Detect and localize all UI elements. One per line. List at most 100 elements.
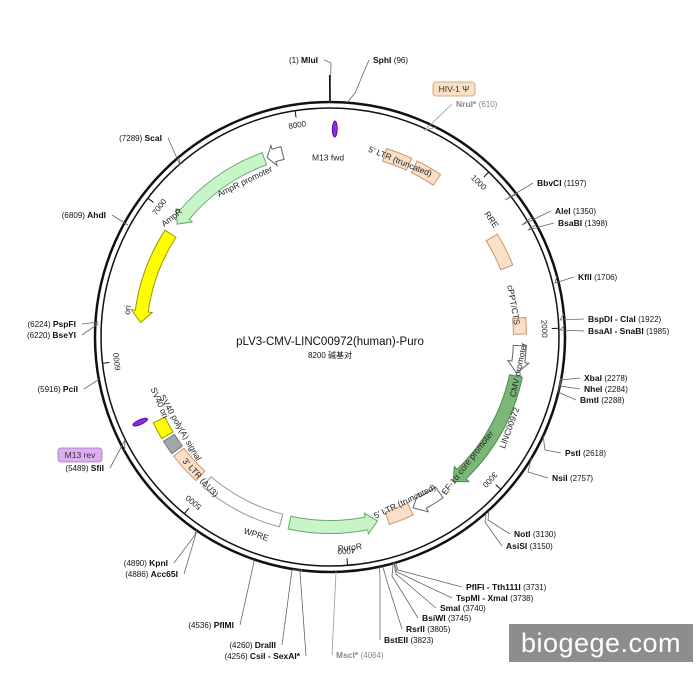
site-position: (4256) (225, 652, 250, 661)
site-name: CsiI - SexAI* (250, 651, 301, 661)
tick-mark (346, 558, 349, 566)
site-position: (3150) (530, 542, 553, 551)
site-position: (2278) (604, 374, 627, 383)
site-label-alei: AleI (1350) (555, 206, 596, 216)
site-name: MscI* (336, 650, 361, 660)
plasmid-size: 8200 碱基对 (308, 350, 352, 360)
site-leader (331, 571, 337, 656)
primer-m13-rev (132, 417, 148, 427)
feature-label: ori (122, 305, 133, 315)
site-leader (487, 509, 511, 535)
site-position: (6220) (27, 331, 52, 340)
feature-label: 5' LTR (truncated) (367, 144, 434, 179)
site-label-draiii: (4260) DraIII (229, 640, 276, 650)
site-label-xbai: XbaI (2278) (584, 373, 628, 383)
site-label-bmti: BmtI (2288) (580, 395, 625, 405)
site-label-sfii: (5489) SfiI (65, 463, 104, 473)
site-label-bsiwi: BsiWI (3745) (422, 613, 471, 623)
site-position: (3805) (427, 625, 450, 634)
site-label-csii-sexai-: (4256) CsiI - SexAI* (225, 651, 301, 661)
tick-mark (183, 507, 190, 514)
feature-ampr-promoter (266, 143, 285, 167)
feature-ampr (175, 151, 268, 225)
feature-cppt-cts (512, 316, 527, 335)
site-label-bsaai-snabi: BsaAI - SnaBI (1985) (588, 326, 670, 336)
site-name: SphI (373, 55, 394, 65)
site-leader (239, 558, 255, 626)
site-leader (484, 512, 503, 547)
site-name: BseYI (52, 330, 76, 340)
site-label-scai: (7289) ScaI (119, 133, 162, 143)
site-name: ScaI (145, 133, 163, 143)
site-label-bsabi: BsaBI (1398) (558, 218, 608, 228)
site-label-kfli: KflI (1706) (578, 272, 618, 282)
site-position: (6809) (62, 211, 87, 220)
feature-5-ltr-truncated-b (410, 160, 442, 187)
site-position: (1) (289, 56, 301, 65)
site-label-tspmi-xmai: TspMI - XmaI (3738) (456, 593, 534, 603)
site-leader (167, 137, 181, 166)
site-name: BsaBI (558, 218, 584, 228)
site-name: AsiSI (506, 541, 530, 551)
feature-ef-1a-core-promoter (412, 486, 444, 513)
feature-5-ltr-truncated- (382, 148, 413, 171)
site-leader (183, 530, 198, 575)
site-leader (527, 458, 549, 479)
site-name: TspMI - XmaI (456, 593, 510, 603)
site-label-pcii: (5916) PciI (38, 384, 78, 394)
site-position: (4064) (361, 651, 384, 660)
site-label-msci-: MscI* (4064) (336, 650, 384, 660)
tick-label: 5000 (183, 493, 203, 512)
site-name: NruI* (456, 99, 479, 109)
badge-label: M13 rev (65, 450, 96, 460)
tick-mark (294, 110, 297, 118)
site-leader (173, 530, 197, 564)
site-position: (1922) (638, 315, 661, 324)
site-leader (559, 378, 581, 390)
site-leader (281, 569, 302, 646)
site-leader (423, 103, 453, 131)
site-position: (3738) (510, 594, 533, 603)
feature-sv40-ori (152, 416, 174, 440)
site-leader (81, 323, 99, 336)
site-leader (559, 377, 581, 381)
site-leaders (81, 59, 585, 657)
site-position: (1985) (646, 327, 669, 336)
site-name: MluI (301, 55, 318, 65)
site-name: PflMI (214, 620, 234, 630)
site-position: (4890) (124, 559, 149, 568)
site-leader (393, 563, 437, 609)
badges: HIV-1 Ψ M13 rev (57, 81, 476, 463)
site-label-sphi: SphI (96) (373, 55, 408, 65)
site-position: (3731) (523, 583, 546, 592)
site-position: (1398) (584, 219, 607, 228)
site-position: (5916) (38, 385, 63, 394)
site-name: SmaI (440, 603, 463, 613)
site-position: (3740) (463, 604, 486, 613)
site-label-nrui-: NruI* (610) (456, 99, 498, 109)
tick-label: 4000 (337, 546, 356, 556)
site-leader (504, 182, 534, 201)
feature-puror (287, 512, 379, 536)
site-label-bbvci: BbvCI (1197) (537, 178, 587, 188)
site-leader (382, 565, 403, 630)
site-leader (393, 562, 453, 599)
site-leader (81, 321, 99, 325)
site-leader (111, 214, 129, 226)
site-position: (3823) (410, 636, 433, 645)
feature-layer (130, 143, 530, 536)
feature-ori (130, 229, 177, 324)
site-leader (554, 275, 575, 284)
site-position: (4536) (188, 621, 213, 630)
site-name: Acc65I (151, 569, 178, 579)
site-position: (6224) (27, 320, 52, 329)
tick-label: 2000 (539, 320, 549, 339)
tick-label: 7000 (151, 197, 169, 217)
site-leader (542, 436, 562, 454)
feature-label: WPRE (243, 526, 271, 543)
site-label-pspfi: (6224) PspFI (27, 319, 76, 329)
badge-label: HIV-1 Ψ (439, 84, 470, 94)
site-leader (109, 439, 126, 469)
